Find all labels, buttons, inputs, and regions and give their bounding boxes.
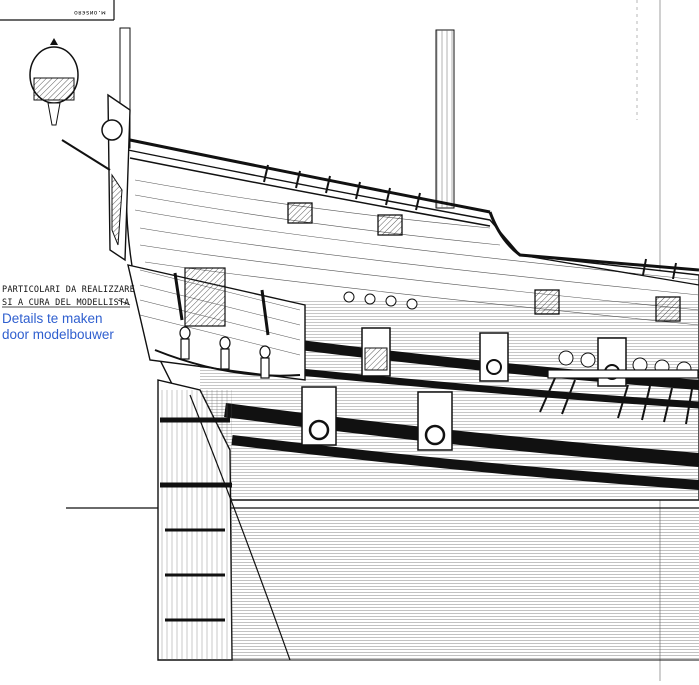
italian-annotation: PARTICOLARI DA REALIZZARE SI A CURA DEL … — [2, 284, 135, 310]
italian-annotation-line2: SI A CURA DEL MODELLISTA — [2, 298, 130, 308]
belaying-pins — [263, 164, 677, 280]
bow-figurehead — [101, 93, 131, 262]
chainplates — [539, 369, 699, 425]
title-block-corner — [0, 0, 115, 21]
drawing-stamp: м.оиѕєяо — [74, 9, 106, 17]
dutch-annotation: Details te maken door modelbouwer — [2, 311, 114, 343]
underwater-hull-hatching — [232, 510, 699, 660]
foremast — [435, 29, 455, 209]
upper-rail — [129, 138, 699, 286]
stem-cutwater — [157, 379, 291, 661]
dutch-annotation-line1: Details te maken — [2, 311, 103, 326]
decorative-rosettes — [343, 291, 692, 377]
dutch-annotation-line2: door modelbouwer — [2, 327, 114, 342]
italian-annotation-line1: PARTICOLARI DA REALIZZARE — [2, 285, 135, 295]
gunport-row-lower — [301, 386, 453, 451]
carved-figures — [179, 326, 271, 379]
gunport-row-upper — [287, 202, 681, 322]
stern-lantern — [29, 38, 111, 171]
hull-wales — [224, 340, 699, 490]
